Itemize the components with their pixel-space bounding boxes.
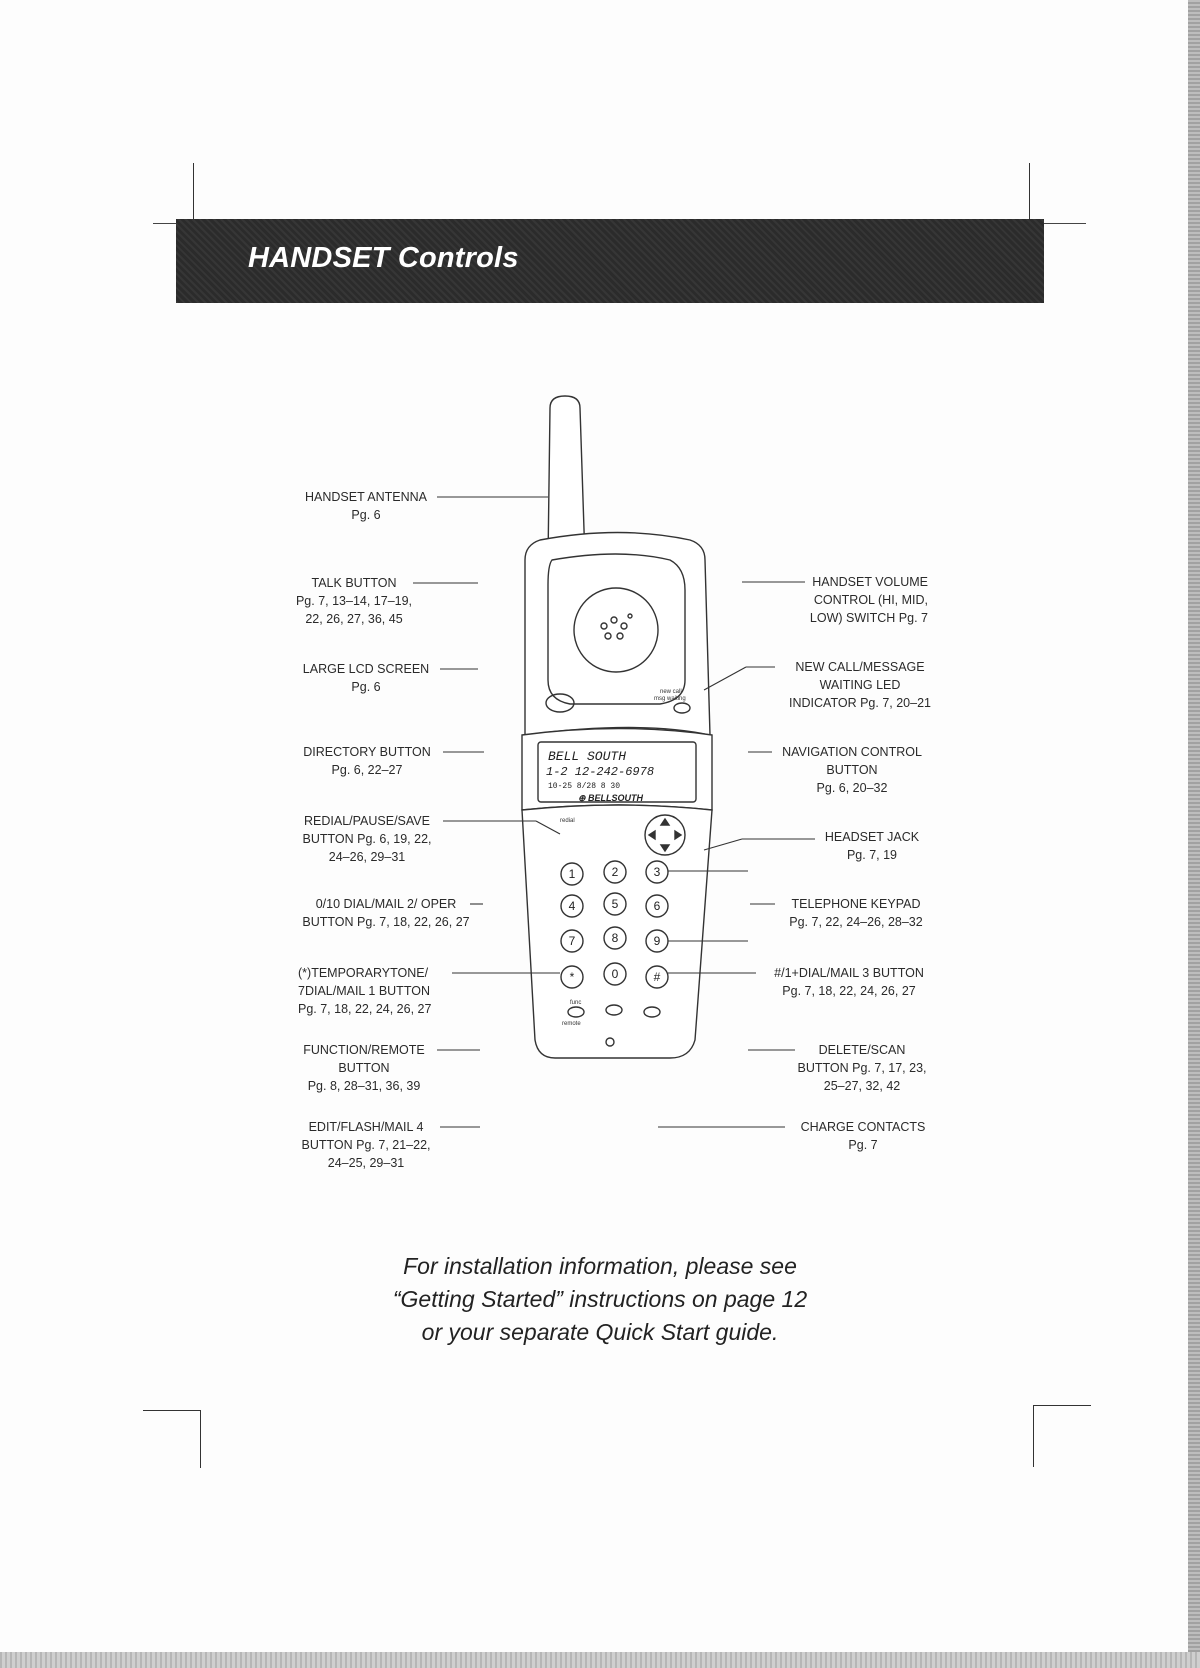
keypad-circles [560, 860, 669, 989]
key-star: * [570, 970, 575, 984]
key-8: 8 [612, 931, 619, 945]
redial-mark: redial [560, 818, 575, 824]
key-2: 2 [612, 865, 619, 879]
talk-button-shape [545, 693, 575, 713]
key-5: 5 [612, 897, 619, 911]
key-0: 0 [612, 967, 619, 981]
lcd-brand: ⊕ BELLSOUTH [578, 793, 644, 803]
new-call-mark: new call [660, 689, 682, 695]
header-band [176, 219, 1044, 303]
remote-mark: remote [562, 1021, 581, 1027]
crop-mark-bottom-right-h [1033, 1405, 1091, 1406]
key-4: 4 [569, 899, 576, 913]
key-9: 9 [654, 934, 661, 948]
lcd-line-3: 10-25 8/28 8 30 [548, 782, 620, 791]
led-indicator [673, 702, 691, 714]
crop-mark-top-right [1029, 163, 1030, 221]
antenna-shape [547, 395, 586, 561]
key-1: 1 [569, 867, 576, 881]
installation-note: For installation information, please see… [392, 1253, 808, 1345]
navigation-button [644, 814, 686, 856]
lcd-screen [537, 741, 697, 803]
crop-mark-top-left [193, 163, 194, 221]
lcd-line-2: 1-2 12-242-6978 [546, 765, 654, 779]
key-3: 3 [654, 865, 661, 879]
page-title: HANDSET Controls [248, 242, 519, 274]
key-6: 6 [654, 899, 661, 913]
speaker-recess [547, 553, 686, 705]
key-hash: # [654, 970, 661, 984]
scan-edge-bottom [0, 1652, 1200, 1668]
msg-waiting-mark: msg waiting [654, 696, 686, 702]
speaker-grille [573, 587, 659, 673]
func-mark: func [570, 1000, 581, 1006]
key-7: 7 [569, 934, 576, 948]
crop-mark-bottom-right-v [1033, 1405, 1034, 1467]
scan-edge-right [1188, 0, 1200, 1668]
crop-mark-bottom-left-h [143, 1410, 201, 1411]
handset-lower-shell [521, 804, 713, 1059]
crop-mark-bottom-left-v [200, 1410, 201, 1468]
lcd-line-1: BELL SOUTH [548, 749, 626, 764]
